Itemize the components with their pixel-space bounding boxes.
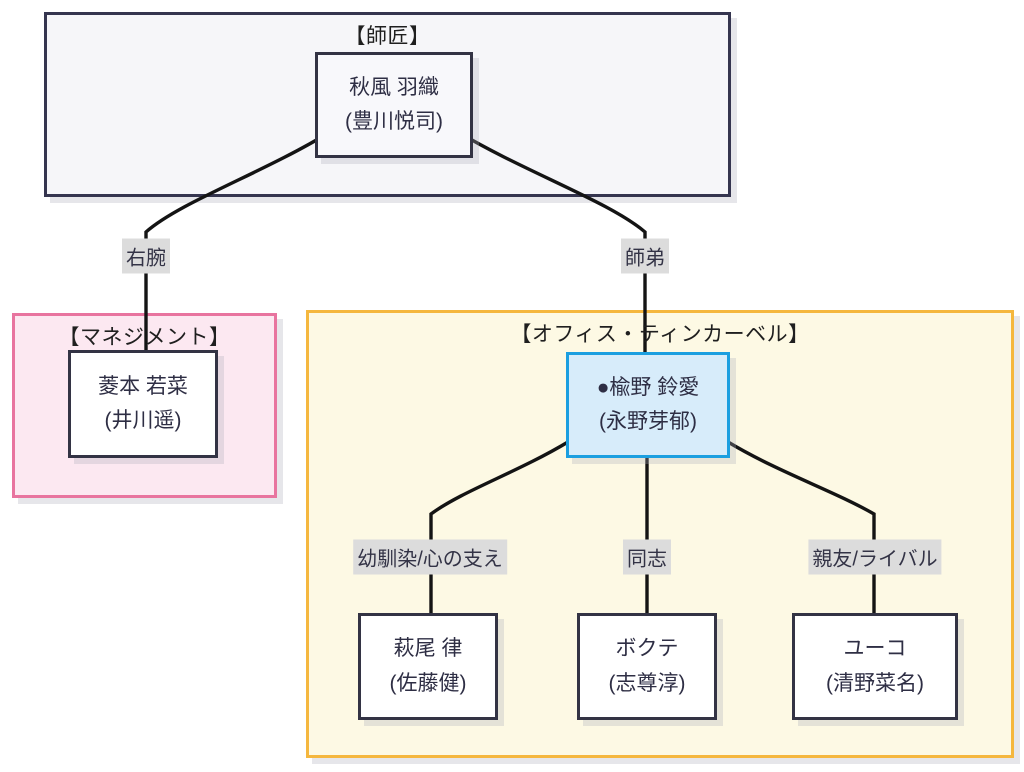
edge-akikaze-to-suzume	[455, 129, 647, 355]
edge-label-migiude: 右腕	[122, 238, 170, 274]
node-yuko: ユーコ (清野菜名)	[792, 613, 958, 720]
edge-label-osananajimi: 幼馴染/心の支え	[353, 539, 507, 575]
character-name: ボクテ	[615, 637, 679, 661]
character-name: 萩尾 律	[393, 637, 463, 661]
node-bokute: ボクテ (志尊淳)	[577, 613, 717, 720]
edge-label-shinyu: 親友/ライバル	[808, 539, 942, 575]
actor-name: (佐藤健)	[389, 671, 467, 695]
group-management-title: 【マネジメント】	[58, 326, 231, 349]
node-hishimoto-wakana: 菱本 若菜 (井川遥)	[68, 350, 218, 458]
node-akikaze-haori: 秋風 羽織 (豊川悦司)	[315, 52, 473, 158]
character-name: ●楡野 鈴愛	[596, 375, 700, 399]
edge-label-doushi: 同志	[623, 539, 671, 575]
group-management: 【マネジメント】	[12, 313, 277, 498]
actor-name: (志尊淳)	[608, 671, 686, 695]
actor-name: (豊川悦司)	[345, 110, 443, 133]
edge-suzume-to-hagio	[429, 439, 571, 616]
edge-label-shitei: 師弟	[621, 238, 669, 274]
node-nireno-suzume: ●楡野 鈴愛 (永野芽郁)	[566, 352, 730, 458]
character-name: 菱本 若菜	[98, 374, 188, 398]
edge-akikaze-to-hishimoto	[144, 129, 333, 353]
group-mentor-title: 【師匠】	[344, 25, 431, 48]
edge-suzume-to-yuko	[725, 439, 876, 616]
character-name: 秋風 羽織	[349, 75, 439, 99]
actor-name: (永野芽郁)	[599, 410, 697, 433]
node-hagio-ritsu: 萩尾 律 (佐藤健)	[358, 613, 498, 720]
actor-name: (清野菜名)	[826, 671, 924, 695]
actor-name: (井川遥)	[104, 409, 182, 432]
group-office-title: 【オフィス・ティンカーベル】	[510, 323, 810, 346]
character-name: ユーコ	[843, 637, 907, 661]
